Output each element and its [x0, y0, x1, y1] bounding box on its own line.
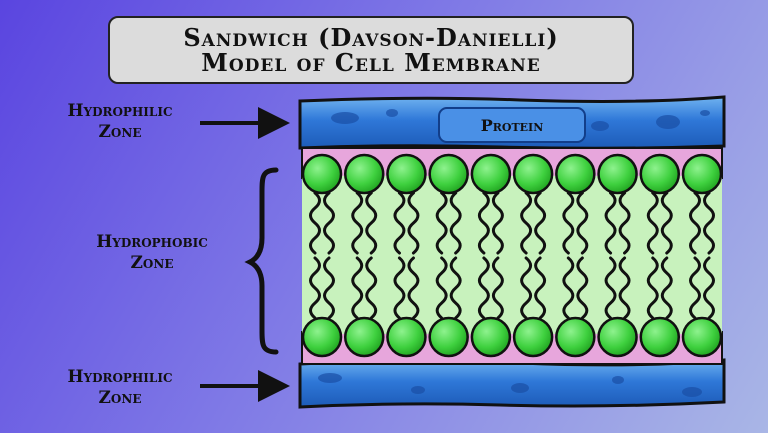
lower-lipid-tail — [520, 256, 533, 320]
bottom-protein-layer — [298, 358, 726, 409]
lipid-heads — [301, 153, 723, 358]
lower-lipid-tail — [703, 256, 715, 320]
bottom-hydrophilic-label: Hydrophilic Zone — [42, 367, 198, 409]
lower-lipid-tail — [576, 256, 589, 320]
lower-lipid-head — [512, 316, 554, 358]
lower-lipid-tail — [393, 256, 406, 320]
upper-lipid-tail — [351, 191, 364, 255]
upper-lipid-head — [428, 153, 469, 195]
lipid-tails — [309, 191, 715, 320]
upper-lipid-tail — [534, 191, 547, 255]
top-hydrophilic-line-1: Hydrophilic — [67, 101, 173, 121]
lower-lipid-head — [555, 316, 596, 358]
upper-lipid-head — [639, 153, 681, 195]
lower-lipid-tail — [618, 256, 631, 320]
upper-lipid-tail — [562, 191, 575, 255]
lower-lipid-tail — [646, 256, 659, 320]
hydrophobic-line-1: Hydrophobic — [96, 232, 208, 252]
upper-lipid-head — [386, 153, 427, 195]
lower-lipid-head — [470, 316, 512, 358]
lower-lipid-tail — [449, 256, 462, 320]
upper-lipid-head — [470, 153, 512, 195]
upper-lipid-tail — [604, 191, 617, 255]
lower-lipid-tail — [323, 256, 335, 320]
upper-lipid-head — [343, 153, 385, 195]
top-hydrophilic-line-2: Zone — [98, 122, 142, 142]
bottom-hydrophilic-line-2: Zone — [98, 388, 142, 408]
lower-lipid-tail — [534, 256, 547, 320]
lower-lipid-tail — [491, 256, 504, 320]
lower-lipid-tail — [365, 256, 378, 320]
lower-lipid-head — [639, 316, 681, 358]
lower-lipid-head — [343, 316, 385, 358]
hydrophobic-label: Hydrophobic Zone — [72, 232, 232, 274]
lower-lipid-tail — [309, 256, 321, 320]
lower-lipid-tail — [477, 256, 490, 320]
upper-lipid-head — [301, 153, 343, 195]
protein-tag-box — [438, 107, 586, 143]
title-line-2: Model of Cell Membrane — [201, 48, 541, 77]
lower-lipid-head — [681, 316, 723, 358]
title-line-1: Sandwich (Davson-Danielli) — [183, 23, 559, 52]
upper-lipid-tail — [660, 191, 673, 255]
hydrophobic-core — [302, 176, 722, 334]
upper-lipid-head — [555, 153, 596, 195]
bottom-hydrophilic-line-1: Hydrophilic — [67, 367, 173, 387]
upper-lipid-tail — [703, 191, 715, 255]
lower-lipid-tail — [562, 256, 575, 320]
lower-lipid-tail — [604, 256, 617, 320]
upper-lipid-tail — [323, 191, 335, 255]
lower-lipid-head — [301, 316, 343, 358]
upper-lipid-tail — [618, 191, 631, 255]
hydrophobic-brace — [244, 167, 279, 355]
upper-lipid-tail — [365, 191, 378, 255]
lower-lipid-head — [597, 316, 638, 358]
lower-lipid-tail — [407, 256, 420, 320]
upper-lipid-tail — [477, 191, 490, 255]
upper-lipid-tail — [407, 191, 420, 255]
upper-lipid-tail — [435, 191, 448, 255]
upper-lipid-tail — [393, 191, 406, 255]
top-hydrophilic-label: Hydrophilic Zone — [42, 101, 198, 143]
bottom-layer-spots — [318, 373, 702, 397]
upper-lipid-tail — [576, 191, 589, 255]
upper-lipid-tail — [309, 191, 321, 255]
title-box: Sandwich (Davson-Danielli) Model of Cell… — [108, 16, 634, 84]
hydrophobic-line-2: Zone — [130, 253, 174, 273]
upper-lipid-head — [681, 153, 723, 195]
lower-lipid-head — [428, 316, 469, 358]
lower-lipid-tail — [351, 256, 364, 320]
lower-lipid-tail — [435, 256, 448, 320]
upper-lipid-head — [597, 153, 638, 195]
upper-lipid-tail — [646, 191, 659, 255]
upper-lipid-head — [512, 153, 554, 195]
upper-lipid-tail — [491, 191, 504, 255]
upper-lipid-tail — [689, 191, 701, 255]
upper-lipid-tail — [449, 191, 462, 255]
protein-tag-label: Protein — [481, 116, 544, 135]
lower-lipid-tail — [660, 256, 673, 320]
lower-lipid-tail — [689, 256, 701, 320]
top-layer-spots — [331, 109, 710, 131]
lower-lipid-head — [386, 316, 427, 358]
upper-lipid-tail — [520, 191, 533, 255]
